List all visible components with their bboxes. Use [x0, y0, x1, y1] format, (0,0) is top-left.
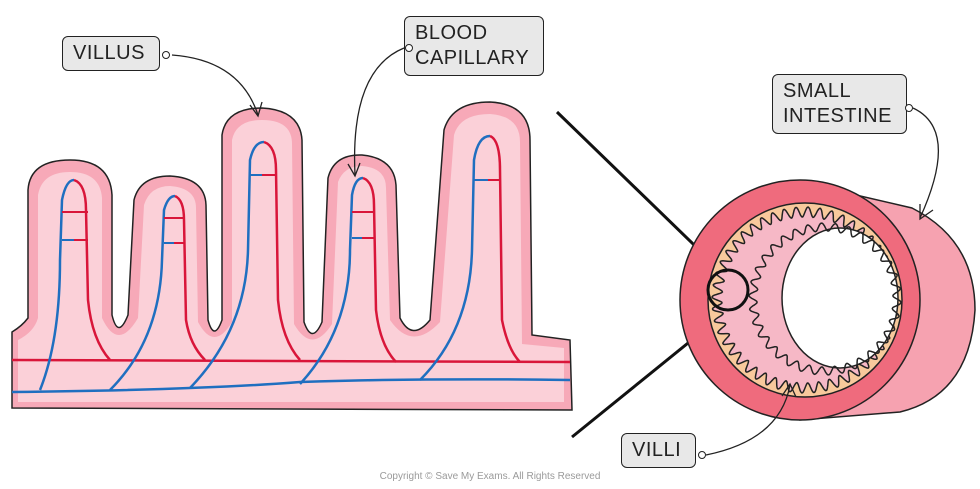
artery [11, 358, 571, 364]
copyright-text: Copyright © Save My Exams. All Rights Re… [379, 471, 601, 482]
label-small-intestine: SMALL INTESTINE [772, 74, 907, 134]
label-villi: VILLI [621, 433, 697, 468]
label-arrows [171, 47, 939, 456]
tag-hole [162, 51, 170, 59]
label-blood-capillary-line2: CAPILLARY [415, 47, 530, 69]
label-small-intestine-line2: INTESTINE [783, 105, 892, 127]
zoom-circle [706, 268, 750, 312]
label-blood-capillary-line1: BLOOD [415, 22, 488, 44]
tag-hole [698, 451, 706, 459]
label-villus-text: VILLUS [73, 42, 145, 64]
label-small-intestine-line1: SMALL [783, 80, 852, 102]
label-villus: VILLUS [62, 36, 160, 71]
tag-hole [905, 104, 913, 112]
tag-hole [405, 44, 413, 52]
villi-tissue-inner [18, 114, 564, 402]
small-intestine-cross-section [679, 179, 976, 421]
label-blood-capillary: BLOOD CAPILLARY [404, 16, 545, 76]
capillary-network [11, 134, 571, 394]
vein [11, 378, 571, 394]
label-villi-text: VILLI [632, 439, 682, 461]
